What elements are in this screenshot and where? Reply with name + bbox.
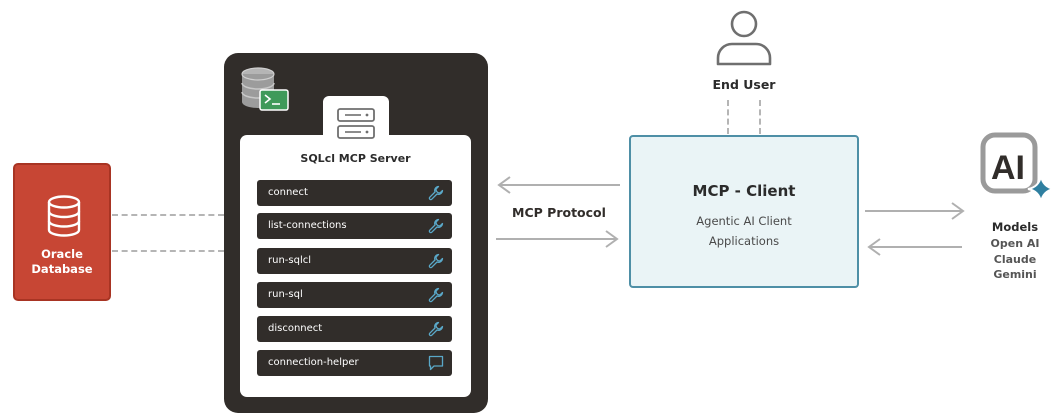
models-list: Open AI Claude Gemini <box>975 236 1055 283</box>
oracle-database-box: Oracle Database <box>13 163 111 301</box>
end-user-label: End User <box>712 77 776 92</box>
user-client-connector-left <box>727 100 729 134</box>
wrench-icon <box>428 253 444 269</box>
ai-icon-text: AI <box>991 149 1025 187</box>
mcp-client-box: MCP - Client Agentic AI Client Applicati… <box>629 135 859 288</box>
tool-label: run-sqlcl <box>268 255 312 266</box>
tool-label: run-sql <box>268 289 303 300</box>
chat-bubble-icon <box>428 355 444 371</box>
wrench-icon <box>428 287 444 303</box>
tool-connection-helper: connection-helper <box>257 350 452 376</box>
client-title: MCP - Client <box>692 182 796 200</box>
tool-run-sql: run-sql <box>257 282 452 308</box>
user-client-connector-right <box>759 100 761 134</box>
models-title: Models <box>991 220 1039 234</box>
models-arrows <box>865 202 965 256</box>
wrench-icon <box>428 185 444 201</box>
tool-label: list-connections <box>268 220 347 231</box>
tool-list-connections: list-connections <box>257 213 452 239</box>
tool-label: connect <box>268 187 308 198</box>
tool-run-sqlcl: run-sqlcl <box>257 248 452 274</box>
db-server-connector-top <box>112 214 224 216</box>
tool-disconnect: disconnect <box>257 316 452 342</box>
database-icon <box>47 195 81 237</box>
database-label: Oracle Database <box>15 247 109 277</box>
db-server-connector-bottom <box>112 250 224 252</box>
protocol-arrows <box>496 176 620 248</box>
tool-connect: connect <box>257 180 452 206</box>
server-title: SQLcl MCP Server <box>300 152 411 165</box>
tool-label: connection-helper <box>268 357 359 368</box>
database-label-line2: Database <box>31 262 93 276</box>
client-subtitle-line1: Agentic AI Client <box>696 214 792 228</box>
wrench-icon <box>428 321 444 337</box>
protocol-label: MCP Protocol <box>512 205 606 220</box>
tool-label: disconnect <box>268 323 323 334</box>
ai-sparkle-icon: AI <box>980 132 1055 203</box>
model-item-claude: Claude <box>993 252 1037 266</box>
sqlcl-terminal-icon <box>241 67 289 111</box>
person-icon <box>716 10 772 66</box>
client-subtitle: Agentic AI Client Applications <box>631 211 857 251</box>
model-item-gemini: Gemini <box>993 268 1037 281</box>
model-item-openai: Open AI <box>990 237 1040 250</box>
client-subtitle-line2: Applications <box>708 234 780 248</box>
wrench-icon <box>428 218 444 234</box>
database-label-line1: Oracle <box>41 247 83 261</box>
server-stack-icon <box>337 108 375 139</box>
